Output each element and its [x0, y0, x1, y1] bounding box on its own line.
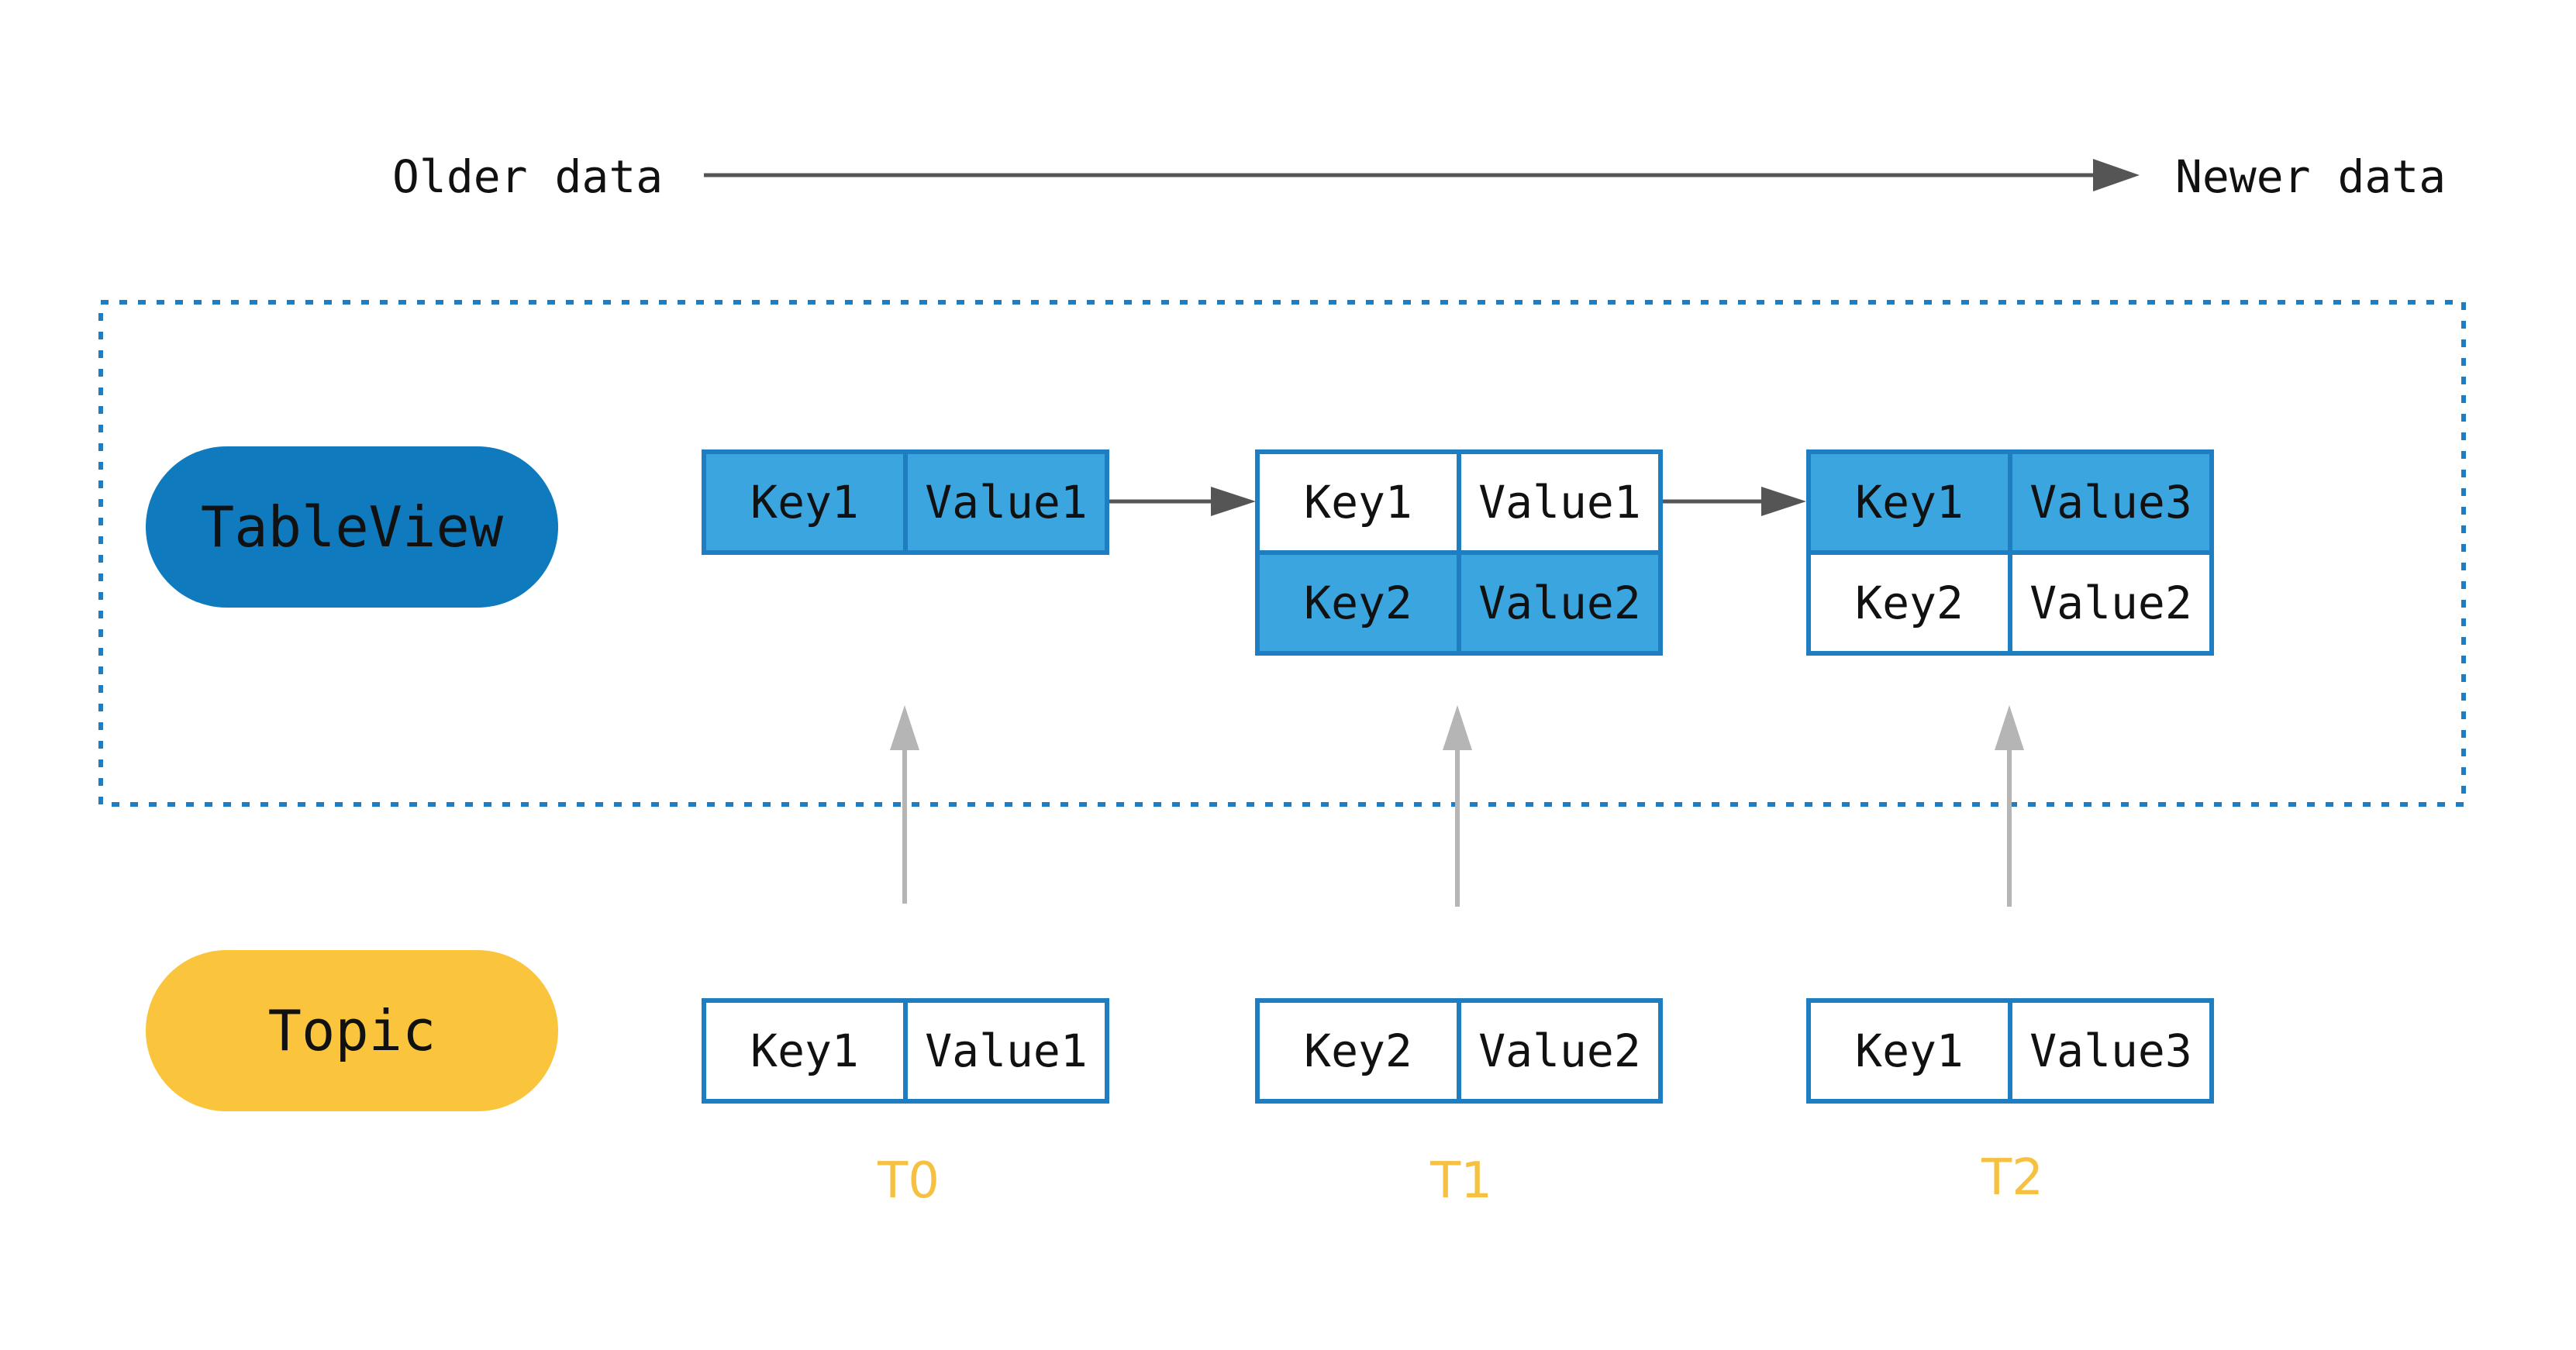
tableview-state-0-key: Key1 — [706, 454, 908, 555]
time-label-t2: T2 — [1981, 1149, 2043, 1207]
topic-message-2: Key1 Value3 — [1806, 998, 2214, 1104]
topic-message-0: Key1 Value1 — [702, 998, 1109, 1104]
update-arrow-t2 — [1995, 705, 2024, 907]
tableview-pill-label: TableView — [200, 494, 504, 560]
topic-pill-label: Topic — [267, 998, 436, 1063]
tableview-state-2-row-0-key: Key1 — [1811, 454, 2012, 555]
transition-arrow-0-to-1 — [1109, 487, 1256, 516]
tableview-pill: TableView — [146, 446, 558, 608]
time-label-t1: T1 — [1430, 1152, 1492, 1210]
tableview-state-2-row-0-value: Value3 — [2012, 454, 2214, 555]
topic-message-1-key: Key2 — [1260, 1003, 1461, 1104]
newer-data-label: Newer data — [2175, 150, 2447, 203]
tableview-state-2-row-1-value: Value2 — [2012, 555, 2214, 656]
transition-arrow-1-to-2 — [1662, 487, 1806, 516]
topic-message-0-key: Key1 — [706, 1003, 908, 1104]
tableview-state-1-row-0-key: Key1 — [1260, 454, 1461, 555]
topic-pill: Topic — [146, 950, 558, 1111]
tableview-state-1-row-1-value: Value2 — [1461, 555, 1663, 656]
tableview-state-1-row-0-value: Value1 — [1461, 454, 1663, 555]
time-label-t0: T0 — [878, 1152, 940, 1210]
topic-message-1: Key2 Value2 — [1255, 998, 1663, 1104]
tableview-state-2-row-1-key: Key2 — [1811, 555, 2012, 656]
older-data-label: Older data — [392, 150, 664, 203]
topic-message-2-key: Key1 — [1811, 1003, 2012, 1104]
tableview-state-2: Key1 Value3 Key2 Value2 — [1806, 449, 2214, 656]
topic-message-0-value: Value1 — [908, 1003, 1109, 1104]
update-arrow-t1 — [1443, 705, 1472, 907]
update-arrow-t0 — [890, 705, 919, 904]
topic-message-2-value: Value3 — [2012, 1003, 2214, 1104]
timeline-arrow — [704, 159, 2140, 191]
tableview-state-1-row-1-key: Key2 — [1260, 555, 1461, 656]
tableview-state-0: Key1 Value1 — [702, 449, 1109, 555]
topic-message-1-value: Value2 — [1461, 1003, 1663, 1104]
tableview-state-0-value: Value1 — [908, 454, 1109, 555]
tableview-state-1: Key1 Value1 Key2 Value2 — [1255, 449, 1663, 656]
